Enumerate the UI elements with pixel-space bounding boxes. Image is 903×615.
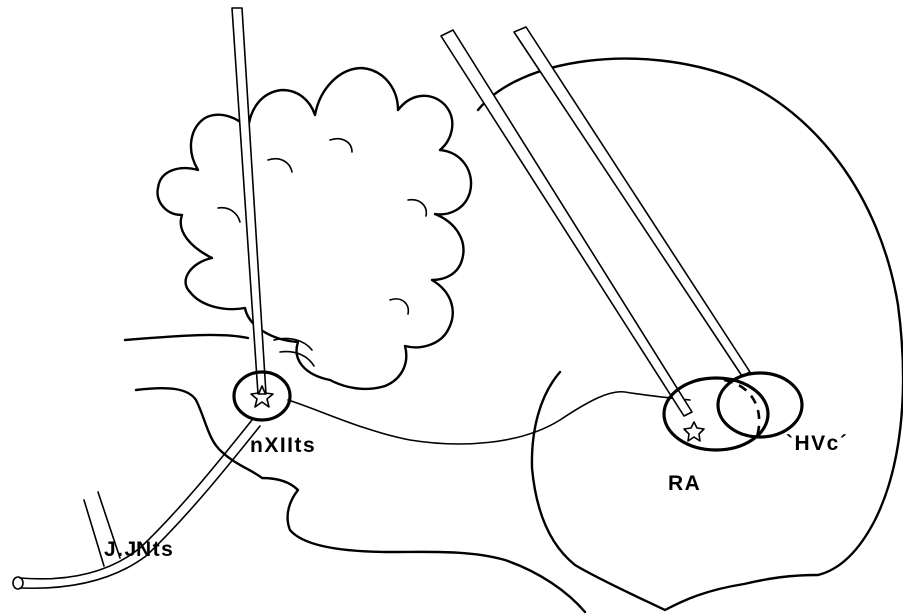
star-icon <box>684 422 704 441</box>
electrode-ra <box>441 30 692 416</box>
cerebellum-outline <box>157 68 471 389</box>
ra-nucleus <box>664 378 768 450</box>
label-ra: RA <box>668 472 701 495</box>
forebrain-outline <box>478 59 903 610</box>
ts-nerve-lower <box>20 426 260 588</box>
label-nts: Nts <box>136 538 174 561</box>
label-nerve-cut: J.J <box>104 538 138 561</box>
nerve-end <box>13 577 23 589</box>
label-nxiits: nXIIts <box>250 434 316 457</box>
brainstem-outline <box>125 335 585 612</box>
label-hvc: `HVc´ <box>786 432 848 455</box>
ventricle-contour <box>288 392 690 444</box>
